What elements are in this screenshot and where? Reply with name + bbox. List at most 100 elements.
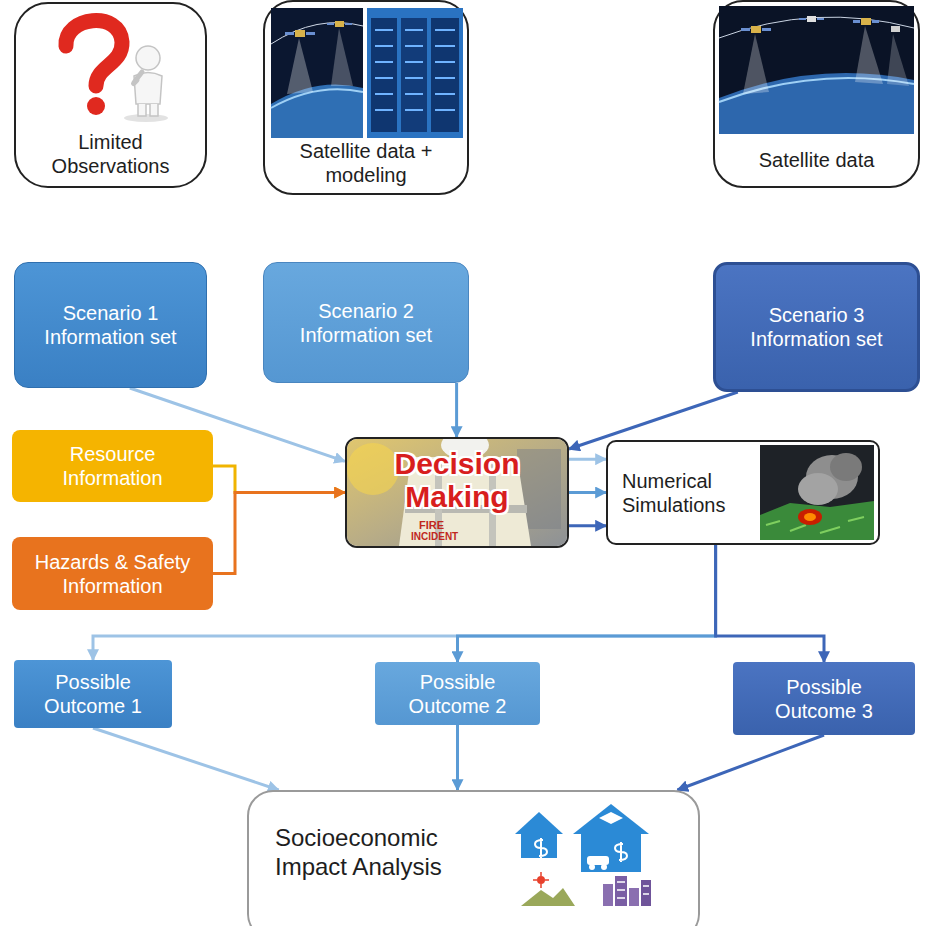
illustration-part	[615, 876, 627, 906]
illustration-part	[830, 453, 862, 481]
flow-arrow	[93, 728, 279, 790]
illustration-part	[134, 73, 162, 105]
illustration-part	[603, 884, 613, 906]
photo-text: INCIDENT	[411, 531, 458, 542]
observation-box: Satellite data + modeling	[263, 0, 469, 195]
illustration-part	[347, 439, 567, 546]
node-label: Resource Information	[24, 442, 201, 490]
node-label: Scenario 2 Information set	[278, 299, 454, 347]
illustration-part	[367, 8, 463, 138]
observation-box: Limited Observations	[14, 2, 207, 188]
flow-arrow	[458, 545, 716, 662]
flow-arrow	[677, 735, 824, 790]
node-label: Possible Outcome 2	[385, 670, 530, 718]
flow-arrow	[569, 524, 606, 527]
illustration-part	[573, 804, 649, 834]
illustration-part	[375, 30, 455, 110]
illustration-part	[285, 32, 294, 35]
illustration-part	[401, 18, 427, 132]
illustration-part	[537, 876, 545, 884]
flow-arrow	[569, 491, 606, 494]
illustration-part	[641, 880, 651, 906]
illustration-part	[743, 34, 769, 94]
illustration-part	[617, 882, 649, 898]
illustration-part	[891, 26, 900, 32]
illustration-part	[515, 812, 563, 834]
satellite-constellation-photo	[715, 4, 918, 136]
illustration-part	[615, 842, 627, 862]
illustration-part	[371, 18, 397, 132]
satellite-and-supercomputer-photo	[265, 6, 467, 140]
text-group: Decision Making	[355, 447, 559, 513]
illustration-part	[136, 46, 160, 70]
illustration-part	[601, 864, 607, 870]
illustration-part	[306, 32, 315, 35]
illustration-part	[271, 23, 363, 44]
illustration-part	[138, 104, 158, 116]
illustration-part	[347, 443, 399, 495]
illustration-part	[533, 872, 549, 888]
outcome-box: Possible Outcome 2	[375, 662, 540, 725]
flow-arrow	[455, 383, 458, 437]
illustration-part	[751, 26, 761, 33]
text-group: Limited Observations	[34, 130, 187, 178]
decision-box: Decision MakingFIREINCIDENT	[345, 437, 569, 548]
illustration-part	[853, 20, 860, 23]
illustration-part	[589, 864, 595, 870]
illustration-part	[762, 28, 771, 31]
simulation-box: Numerical Simulations	[606, 440, 880, 545]
node-label: Scenario 3 Information set	[730, 303, 903, 351]
flow-arrow	[213, 466, 345, 493]
node-label: Satellite data + modeling	[283, 139, 449, 187]
illustration-part	[855, 26, 883, 84]
hazard-box: Hazards & Safety Information	[12, 537, 213, 610]
illustration-part	[887, 34, 909, 86]
outcome-box: Possible Outcome 3	[733, 662, 915, 735]
node-label: Hazards & Safety Information	[24, 550, 201, 598]
text-group: Hazards & Safety Information	[24, 550, 201, 598]
illustration-part	[521, 834, 557, 858]
node-label: Numerical Simulations	[622, 469, 754, 517]
flow-arrow	[213, 493, 345, 574]
illustration-part	[431, 18, 459, 132]
illustration-part	[295, 30, 305, 37]
scenario-box: Scenario 1 Information set	[14, 262, 207, 388]
scenario-box: Scenario 3 Information set	[713, 262, 920, 392]
illustration-part	[327, 23, 334, 25]
flow-arrow	[456, 725, 459, 790]
illustration-part	[287, 38, 313, 94]
illustration-part	[66, 21, 122, 86]
illustration-part	[331, 28, 353, 86]
illustration-part	[719, 17, 914, 38]
text-group: Scenario 2 Information set	[278, 299, 454, 347]
illustration-part	[271, 8, 363, 138]
node-label: Decision Making	[355, 447, 559, 513]
scenario-box: Scenario 2 Information set	[263, 262, 469, 383]
photo-text: FIRE	[419, 519, 444, 531]
illustration-part	[345, 23, 352, 25]
fire-simulation-image	[760, 445, 874, 540]
illustration-part	[798, 473, 838, 505]
illustration-part	[872, 20, 879, 23]
observation-box: Satellite data	[713, 0, 920, 188]
illustration-part	[798, 509, 822, 525]
resource-box: Resource Information	[12, 430, 213, 502]
illustration-part	[335, 21, 344, 27]
illustration-part	[521, 888, 575, 906]
impact-analysis-box: Socioeconomic Impact Analysis	[247, 790, 700, 926]
node-label: Limited Observations	[34, 130, 187, 178]
illustration-part	[861, 18, 871, 25]
illustration-part	[581, 834, 641, 872]
illustration-part	[760, 501, 874, 540]
text-group: Scenario 1 Information set	[29, 301, 192, 349]
flow-arrow	[716, 545, 824, 662]
node-label: Socioeconomic Impact Analysis	[275, 824, 498, 882]
text-group: Possible Outcome 1	[24, 670, 162, 718]
node-label: Possible Outcome 1	[24, 670, 162, 718]
illustration-part	[804, 513, 816, 521]
text-group: Possible Outcome 2	[385, 670, 530, 718]
text-group: Socioeconomic Impact Analysis	[275, 824, 498, 882]
illustration-part	[741, 28, 750, 31]
node-label: Possible Outcome 3	[743, 675, 905, 723]
